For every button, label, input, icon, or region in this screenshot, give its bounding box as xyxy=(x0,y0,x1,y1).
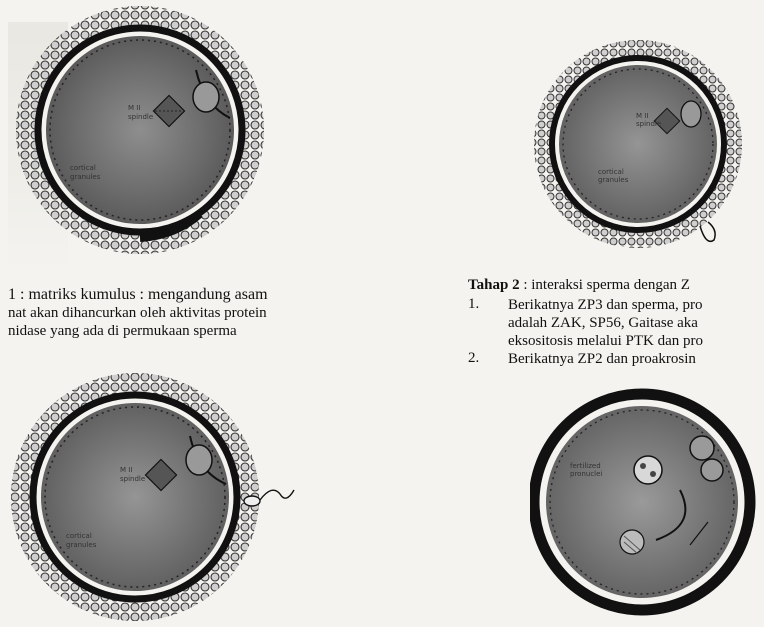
stage2-item-2: Berikatnya ZP2 dan proakrosin xyxy=(508,350,696,368)
stage2-item-1: Berikatnya ZP3 dan sperma, pro adalah ZA… xyxy=(508,296,703,350)
stage2-title: Tahap 2 : interaksi sperma dengan Z xyxy=(468,276,690,294)
label-spindle: spindle xyxy=(636,120,661,128)
label-m-ii: M II xyxy=(120,466,132,474)
label-cortical: cortical xyxy=(66,532,92,540)
label-pronuclei: pronuclei xyxy=(570,470,602,478)
sperm-tail-icon xyxy=(260,490,294,500)
sperm-head-icon xyxy=(244,496,260,506)
stage2-title-bold: Tahap 2 xyxy=(468,277,520,293)
label-granules: granules xyxy=(598,176,629,184)
stage2-item-1-line-2: adalah ZAK, SP56, Gaitase aka xyxy=(508,314,703,332)
stage2-item-1-number: 1. xyxy=(468,296,479,313)
stage2-item-2-number: 2. xyxy=(468,350,479,367)
label-m-ii: M II xyxy=(128,104,140,112)
label-spindle: spindle xyxy=(120,475,145,483)
stage1-caption: 1 : matriks kumulus : mengandung asam na… xyxy=(8,286,356,340)
label-m-ii: M II xyxy=(636,112,648,120)
label-granules: granules xyxy=(70,173,101,181)
label-cortical: cortical xyxy=(70,164,96,172)
stage1-line-2: nat akan dihancurkan oleh aktivitas prot… xyxy=(8,304,356,322)
stage2-item-1-line-3: eksositosis melalui PTK dan pro xyxy=(508,332,703,350)
oocyte-figure-3: M II spindle cortical granules xyxy=(0,372,300,627)
label-granules: granules xyxy=(66,541,97,549)
oocyte-figure-4: fertilized pronuclei xyxy=(530,380,764,627)
stage1-line-1: 1 : matriks kumulus : mengandung asam xyxy=(8,286,356,304)
stage2-item-1-line-1: Berikatnya ZP3 dan sperma, pro xyxy=(508,296,703,314)
oocyte-figure-2: M II spindle cortical granules xyxy=(528,30,764,270)
stage2-title-rest: : interaksi sperma dengan Z xyxy=(520,277,690,293)
label-cortical: cortical xyxy=(598,168,624,176)
label-fertilized: fertilized xyxy=(570,462,601,470)
oocyte-figure-1: M II spindle cortical granules xyxy=(0,0,290,270)
stage1-line-3: nidase yang ada di permukaan sperma xyxy=(8,322,356,340)
label-spindle: spindle xyxy=(128,113,153,121)
